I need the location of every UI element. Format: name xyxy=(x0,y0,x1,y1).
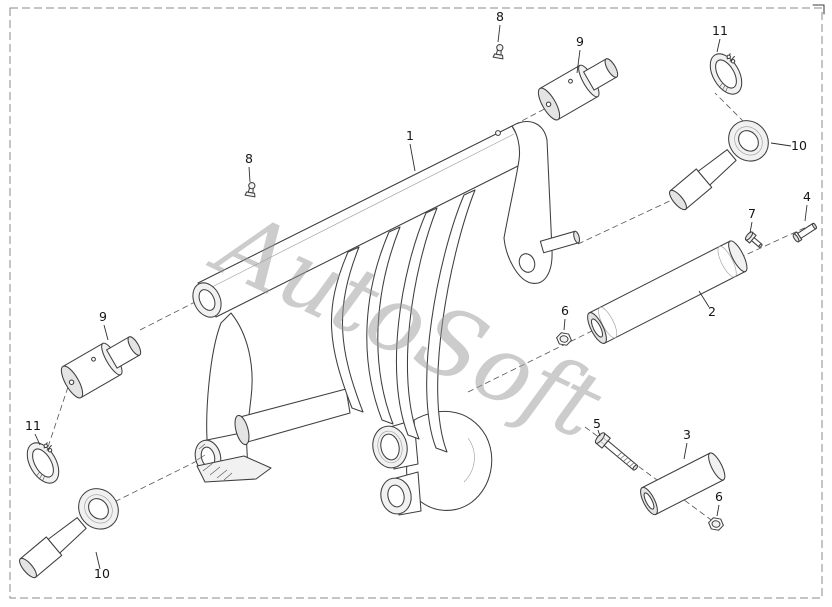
callout-4: 4 xyxy=(803,189,811,204)
assembly-axis-line xyxy=(139,300,198,331)
callout-leader-lines xyxy=(34,24,808,570)
callout-11-left: 11 xyxy=(25,418,41,433)
callout-8-frame: 8 xyxy=(245,151,253,166)
pin-2 xyxy=(587,240,748,344)
pin-3 xyxy=(640,452,726,516)
bushing-9-top xyxy=(533,49,625,124)
assembly-axis-line xyxy=(584,426,715,523)
leader-line xyxy=(749,221,753,234)
grease-fitting-8-top xyxy=(492,43,506,60)
leader-line xyxy=(804,204,808,222)
callout-9-left: 9 xyxy=(99,309,107,324)
main-frame-assembly xyxy=(192,121,581,516)
callout-9-top: 9 xyxy=(576,34,584,49)
leader-line xyxy=(770,142,792,147)
bolt-5 xyxy=(594,432,639,471)
corner-mark xyxy=(812,4,825,15)
snap-ring-11-top xyxy=(703,46,752,101)
assembly-axis-line xyxy=(47,386,69,448)
callout-10-right: 10 xyxy=(791,138,807,153)
bushing-9-left xyxy=(56,327,148,402)
callout-8-top: 8 xyxy=(496,9,504,24)
leader-line xyxy=(409,143,416,172)
assembly-axis-line xyxy=(714,92,745,123)
callout-5: 5 xyxy=(593,416,601,431)
callout-11-top: 11 xyxy=(712,23,728,38)
leader-line xyxy=(716,38,721,53)
leader-line xyxy=(34,433,41,446)
leader-line xyxy=(497,24,501,43)
leader-line xyxy=(103,324,109,341)
callout-7: 7 xyxy=(748,206,756,221)
leader-line xyxy=(698,290,710,308)
callout-10-lower: 10 xyxy=(94,566,110,581)
callout-6-lower: 6 xyxy=(715,489,723,504)
assembly-axis-line xyxy=(577,197,677,245)
assembly-axis-line xyxy=(467,327,599,393)
callout-2: 2 xyxy=(708,304,716,319)
link-arm-10-right xyxy=(660,112,778,220)
drawing-border xyxy=(9,7,823,599)
callout-1: 1 xyxy=(406,128,414,143)
callout-3: 3 xyxy=(683,427,691,442)
snap-ring-11-left xyxy=(20,435,69,490)
callout-labels: 1 8 9 11 10 4 7 2 6 5 3 6 9 11 10 8 xyxy=(25,9,811,581)
leader-line xyxy=(683,442,688,460)
leader-line xyxy=(248,166,251,183)
leader-line xyxy=(597,429,601,437)
pin-4 xyxy=(792,222,817,243)
leader-line xyxy=(576,49,581,74)
leader-line xyxy=(716,504,720,517)
assembly-axis-line xyxy=(738,223,814,259)
callout-6-upper: 6 xyxy=(561,303,569,318)
leader-line xyxy=(563,318,566,331)
bolt-7 xyxy=(744,231,763,248)
leader-line xyxy=(95,551,101,570)
